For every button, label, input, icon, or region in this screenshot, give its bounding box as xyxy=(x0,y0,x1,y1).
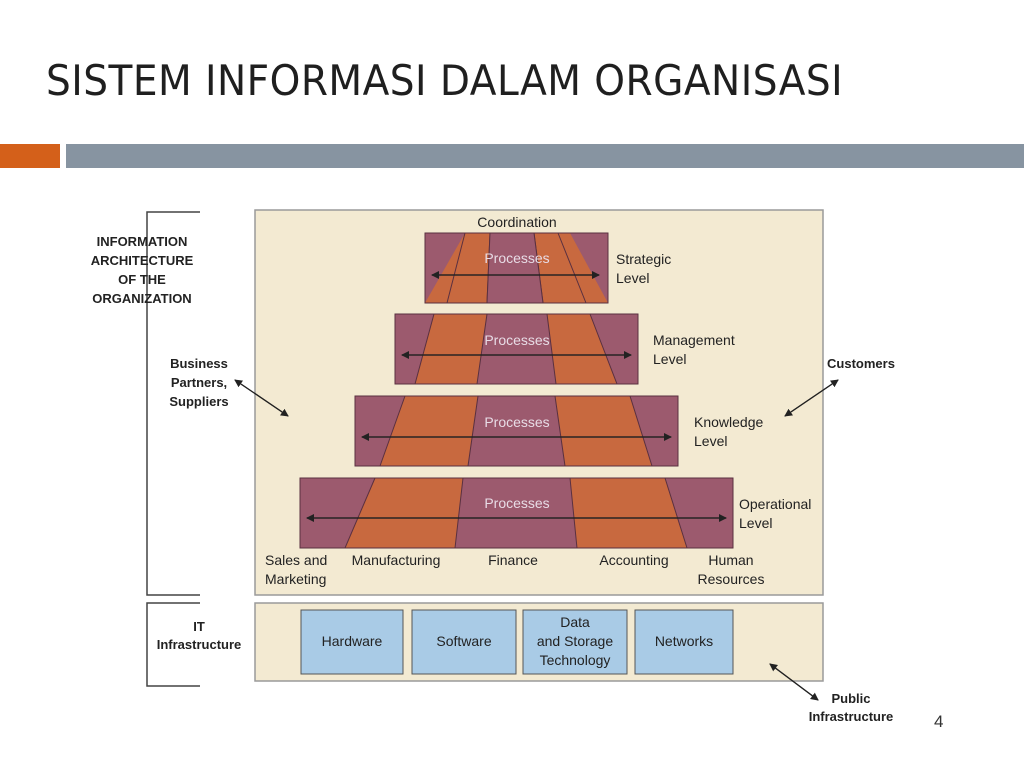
info-arch-label-1: INFORMATION xyxy=(97,234,188,249)
processes-label-knowledge: Processes xyxy=(484,414,549,430)
function-manufacturing: Manufacturing xyxy=(352,552,441,568)
networks-box xyxy=(634,609,734,675)
public-infra-arrow-back xyxy=(769,663,819,701)
function-sales-1: Sales and xyxy=(265,552,327,568)
info-arch-label-4: ORGANIZATION xyxy=(92,291,191,306)
function-sales-2: Marketing xyxy=(265,571,326,587)
management-level-label-2: Level xyxy=(653,351,686,367)
slide-number: 4 xyxy=(934,712,944,731)
it-infrastructure-label-1: IT xyxy=(193,619,205,634)
software-label: Software xyxy=(436,633,491,649)
public-infra-label-2: Infrastructure xyxy=(809,709,894,724)
coordination-label: Coordination xyxy=(477,214,556,230)
processes-label-strategic: Processes xyxy=(484,250,549,266)
business-partners-label-2: Partners, xyxy=(171,375,227,390)
software-box xyxy=(411,609,517,675)
data-storage-label-3: Technology xyxy=(540,652,611,668)
networks-label: Networks xyxy=(655,633,713,649)
function-accounting: Accounting xyxy=(599,552,668,568)
function-finance: Finance xyxy=(488,552,538,568)
data-storage-label-2: and Storage xyxy=(537,633,613,649)
management-level xyxy=(394,313,639,385)
processes-label-operational: Processes xyxy=(484,495,549,511)
management-level-label-1: Management xyxy=(653,332,735,348)
operational-level-label-2: Level xyxy=(739,515,772,531)
data-storage-label-1: Data xyxy=(560,614,590,630)
operational-level xyxy=(299,477,734,549)
function-hr-2: Resources xyxy=(698,571,765,587)
data-storage-box xyxy=(522,609,628,675)
operational-level-label-1: Operational xyxy=(739,496,811,512)
customers-label: Customers xyxy=(827,356,895,371)
processes-label-management: Processes xyxy=(484,332,549,348)
it-infrastructure-label-2: Infrastructure xyxy=(157,637,242,652)
info-arch-label-3: OF THE xyxy=(118,272,166,287)
knowledge-level xyxy=(354,395,679,467)
knowledge-level-label-2: Level xyxy=(694,433,727,449)
public-infra-label-1: Public xyxy=(831,691,870,706)
strategic-level-label-2: Level xyxy=(616,270,649,286)
info-arch-label-2: ARCHITECTURE xyxy=(91,253,194,268)
slide-title: SISTEM INFORMASI DALAM ORGANISASI xyxy=(46,56,844,105)
hardware-box xyxy=(300,609,404,675)
accent-bar-gray xyxy=(66,144,1024,168)
info-arch-bracket xyxy=(146,211,200,596)
accent-bar-orange xyxy=(0,144,60,168)
business-partners-label-3: Suppliers xyxy=(169,394,228,409)
hardware-label: Hardware xyxy=(322,633,383,649)
strategic-level xyxy=(424,232,609,304)
it-infra-bracket xyxy=(146,602,200,687)
function-hr-1: Human xyxy=(708,552,753,568)
business-partners-label-1: Business xyxy=(170,356,228,371)
knowledge-level-label-1: Knowledge xyxy=(694,414,763,430)
business-partners-arrow-back xyxy=(234,379,289,417)
strategic-level-label-1: Strategic xyxy=(616,251,671,267)
customers-arrow-back xyxy=(784,379,839,417)
